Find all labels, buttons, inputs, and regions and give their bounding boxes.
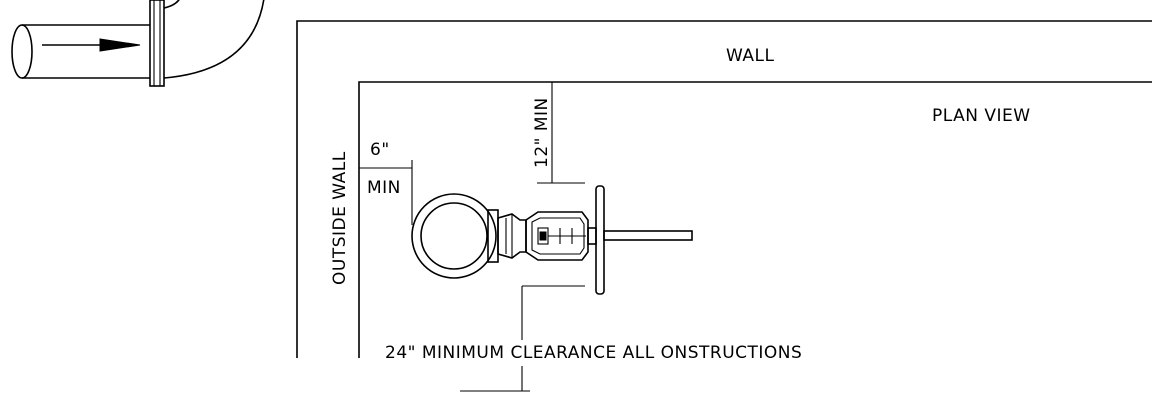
clearance-label: 24" MINIMUM CLEARANCE ALL ONSTRUCTIONS	[385, 343, 802, 363]
min-label: MIN	[367, 178, 401, 198]
valve-stem-core	[539, 231, 547, 241]
six-inch-label: 6"	[370, 140, 390, 160]
valve-assembly	[411, 185, 693, 295]
wall-label: WALL	[726, 46, 774, 66]
pipe-inner-circle	[420, 202, 488, 270]
elbow-inner	[163, 0, 180, 9]
inside-wall-line	[358, 81, 1152, 358]
twelve-inch-min-label: 12" MIN	[532, 97, 552, 168]
flange	[149, 0, 165, 87]
handwheel	[595, 185, 605, 295]
pipe-outer-circle	[411, 193, 497, 279]
pipe-end	[11, 24, 33, 79]
pipe-elbow-detail	[11, 0, 265, 87]
elbow-outer	[163, 0, 265, 79]
dimension-6in	[359, 160, 413, 225]
dimension-24in	[460, 285, 585, 392]
valve-stem-rod	[603, 230, 693, 241]
flow-arrow-icon	[99, 38, 141, 52]
dimension-12in	[537, 82, 585, 184]
valve-collar	[587, 227, 597, 245]
outside-wall-label: OUTSIDE WALL	[330, 151, 350, 285]
pipe-body	[22, 24, 150, 79]
plan-view-label: PLAN VIEW	[932, 106, 1031, 126]
walls	[296, 20, 1152, 358]
valve-bonnet	[525, 211, 589, 261]
outside-wall-line	[296, 20, 1152, 358]
